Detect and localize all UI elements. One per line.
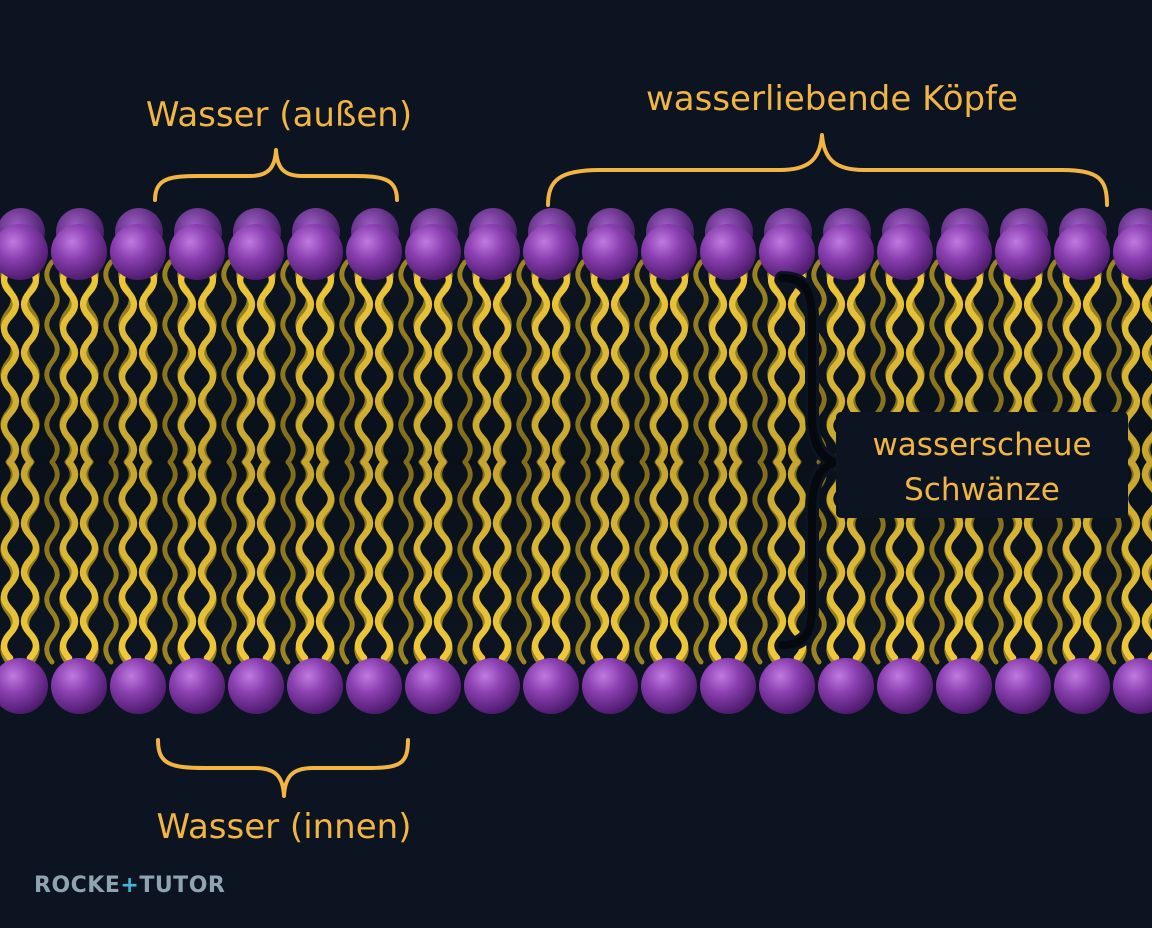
heads-top-row bbox=[0, 224, 1152, 280]
head-bottom bbox=[110, 658, 166, 714]
head-top bbox=[995, 224, 1051, 280]
head-top bbox=[523, 224, 579, 280]
head-bottom bbox=[51, 658, 107, 714]
head-bottom bbox=[995, 658, 1051, 714]
brand-separator: + bbox=[120, 873, 139, 898]
head-top bbox=[1054, 224, 1110, 280]
tails-label-box bbox=[836, 412, 1128, 518]
head-bottom bbox=[228, 658, 284, 714]
brace-heads bbox=[546, 133, 1109, 207]
brand-part2: TUTOR bbox=[139, 873, 225, 898]
head-bottom bbox=[0, 658, 48, 714]
head-top bbox=[0, 224, 48, 280]
head-bottom bbox=[169, 658, 225, 714]
brand-logo: ROCKE+TUTOR bbox=[34, 873, 225, 898]
head-bottom bbox=[877, 658, 933, 714]
head-bottom bbox=[759, 658, 815, 714]
brace-water-inside bbox=[156, 738, 410, 798]
head-top bbox=[700, 224, 756, 280]
head-top bbox=[51, 224, 107, 280]
head-top bbox=[169, 224, 225, 280]
head-bottom bbox=[582, 658, 638, 714]
head-bottom bbox=[936, 658, 992, 714]
label-heads: wasserliebende Köpfe bbox=[646, 79, 1018, 119]
head-top bbox=[877, 224, 933, 280]
label-tails-line2: Schwänze bbox=[904, 472, 1060, 508]
head-top bbox=[346, 224, 402, 280]
head-bottom bbox=[346, 658, 402, 714]
head-top bbox=[287, 224, 343, 280]
head-top bbox=[582, 224, 638, 280]
label-water-outside: Wasser (außen) bbox=[146, 95, 412, 135]
head-bottom bbox=[641, 658, 697, 714]
head-bottom bbox=[1054, 658, 1110, 714]
head-top bbox=[464, 224, 520, 280]
brace-water-outside bbox=[153, 148, 399, 202]
heads-bottom-row bbox=[0, 658, 1152, 714]
head-top bbox=[818, 224, 874, 280]
head-top bbox=[110, 224, 166, 280]
head-bottom bbox=[1113, 658, 1152, 714]
head-bottom bbox=[818, 658, 874, 714]
head-bottom bbox=[405, 658, 461, 714]
head-top bbox=[641, 224, 697, 280]
head-top bbox=[405, 224, 461, 280]
label-water-inside: Wasser (innen) bbox=[157, 807, 412, 847]
head-top bbox=[1113, 224, 1152, 280]
head-top bbox=[759, 224, 815, 280]
head-bottom bbox=[287, 658, 343, 714]
head-bottom bbox=[700, 658, 756, 714]
brace-tails bbox=[778, 274, 838, 649]
brand-part1: ROCKE bbox=[34, 873, 120, 898]
head-top bbox=[228, 224, 284, 280]
head-bottom bbox=[464, 658, 520, 714]
head-bottom bbox=[523, 658, 579, 714]
head-top bbox=[936, 224, 992, 280]
label-tails-line1: wasserscheue bbox=[872, 427, 1091, 463]
